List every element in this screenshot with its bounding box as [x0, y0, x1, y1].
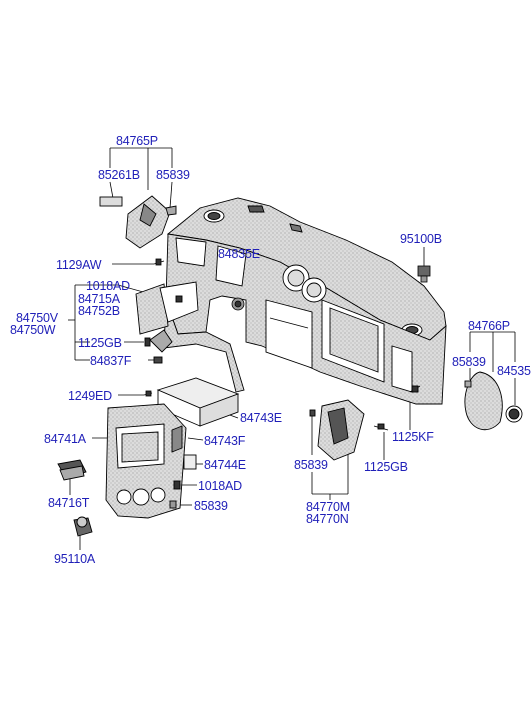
label-1129AW: 1129AW: [56, 258, 102, 272]
label-85839-right: 85839: [452, 355, 486, 369]
label-85839-top: 85839: [156, 168, 190, 182]
knob-84835E: [231, 297, 245, 311]
label-84743F: 84743F: [204, 434, 246, 448]
label-1249ED: 1249ED: [68, 389, 112, 403]
label-84770M: 84770M: [306, 500, 350, 514]
label-85839-bottom: 85839: [194, 499, 228, 513]
side-cover-84765P: [99, 195, 177, 249]
label-84743E: 84743E: [240, 411, 282, 425]
lower-panel-84750: [135, 281, 199, 364]
label-84770N: 84770N: [306, 512, 349, 526]
label-1125GB-right: 1125GB: [364, 460, 408, 474]
label-85839-mid: 85839: [294, 458, 328, 472]
label-1018AD-top: 1018AD: [86, 279, 130, 293]
label-84715A: 84715A: [78, 292, 120, 306]
label-1125GB-left: 1125GB: [78, 336, 122, 350]
label-84716T: 84716T: [48, 496, 90, 510]
side-cover-84766P: [464, 371, 523, 431]
sensor-95100B: [417, 265, 431, 283]
switch-84716T: [57, 459, 87, 481]
vent-trim-84770: [309, 385, 421, 461]
screw-1129AW: [153, 258, 165, 266]
label-84765P: 84765P: [116, 134, 158, 148]
label-84752B: 84752B: [78, 304, 120, 318]
label-84835E: 84835E: [218, 247, 260, 261]
label-85261B: 85261B: [98, 168, 140, 182]
screw-1249ED: [143, 390, 153, 397]
label-1125KF: 1125KF: [392, 430, 434, 444]
label-95110A: 95110A: [54, 552, 95, 566]
label-95100B: 95100B: [400, 232, 442, 246]
label-84750V: 84750V: [16, 311, 58, 325]
label-84741A: 84741A: [44, 432, 86, 446]
sensor-95110A: [73, 516, 93, 537]
label-84750W: 84750W: [10, 323, 56, 337]
label-1018AD-bottom: 1018AD: [198, 479, 242, 493]
label-84837F: 84837F: [90, 354, 132, 368]
label-84744E: 84744E: [204, 458, 246, 472]
tray-84743E: [156, 377, 240, 427]
center-facia-84741A: [105, 403, 197, 519]
label-84766P: 84766P: [468, 319, 510, 333]
crash-pad-main-panel: [163, 197, 447, 405]
label-84535: 84535: [497, 364, 531, 378]
